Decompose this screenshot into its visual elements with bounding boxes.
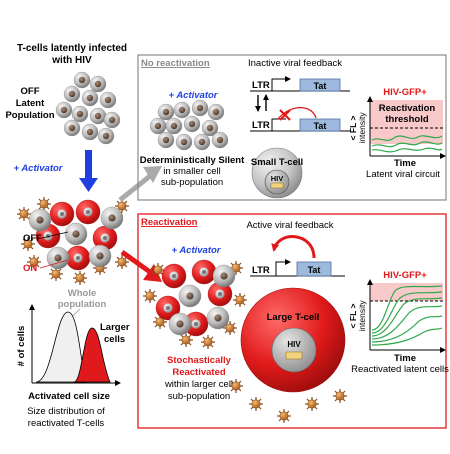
top-plot-title: HIV-GFP+ [383, 87, 427, 98]
top-x-label: Time [394, 158, 416, 169]
tat-label-top1: Tat [314, 81, 327, 91]
large-t-cell: Large T-cell HIV [240, 287, 346, 393]
reactivation-panel [137, 213, 447, 429]
off-latent-line2: Latent [16, 98, 45, 109]
silent-line1: Deterministically Silent [140, 155, 245, 166]
threshold-line1: Reactivation [379, 103, 436, 114]
histogram-caption-line1: Size distribution of [27, 406, 105, 417]
blocked-feedback-icon [279, 109, 291, 121]
reactivated-plot: HIV-GFP+ < FL > intensity Time Reactivat… [348, 270, 449, 375]
size-distribution-plot: Whole population Larger cells # of cells… [16, 288, 130, 429]
small-hiv-label: HIV [271, 174, 284, 183]
top-plot-caption: Latent viral circuit [366, 169, 440, 180]
stochastic-line4: sub-population [168, 391, 230, 402]
whole-population-line2: population [58, 299, 107, 310]
off-label: OFF [23, 233, 42, 244]
stochastic-line3: within larger cell [164, 379, 233, 390]
no-reactivation-header: No reactivation [141, 58, 210, 69]
top-traces [371, 135, 443, 153]
gray-arrow-to-no-reactivation [118, 166, 162, 202]
top-y-label2: intensity [357, 112, 367, 144]
bottom-x-label: Time [394, 353, 416, 364]
no-reactivation-panel [137, 54, 447, 201]
tat-label-bottom: Tat [308, 265, 321, 275]
silent-line2: in smaller cell [163, 166, 221, 177]
on-label: ON [23, 263, 37, 274]
threshold-line2: threshold [385, 114, 428, 125]
tat-box-bottom [296, 261, 332, 277]
latent-circuit-plot: HIV-GFP+ Reactivation threshold < FL > i… [348, 87, 446, 180]
left-title-line2: with HIV [51, 55, 92, 66]
ltr-label-top2: LTR [252, 120, 270, 131]
large-t-cell-label: Large T-cell [267, 312, 320, 323]
larger-cells-line1: Larger [100, 322, 130, 333]
larger-cells-curve [73, 327, 111, 383]
histogram-x-label: Activated cell size [28, 391, 110, 402]
histogram-y-label: # of cells [16, 326, 27, 367]
large-hiv-label: HIV [287, 340, 301, 349]
top-activator-label: + Activator [168, 90, 218, 101]
ltr-label-top1: LTR [252, 80, 270, 91]
silent-line3: sub-population [161, 177, 223, 188]
larger-cells-line2: cells [104, 334, 125, 345]
tat-label-top2: Tat [314, 121, 327, 131]
small-t-cell: Small T-cell HIV [251, 147, 303, 199]
top-y-label: < FL > [348, 116, 358, 141]
off-latent-line3: Population [5, 110, 54, 121]
on-pointer [39, 259, 69, 269]
off-pointer [41, 231, 69, 239]
whole-population-line1: Whole [68, 288, 97, 299]
latent-cell-cluster [55, 71, 121, 145]
histogram-caption-line2: reactivated T-cells [28, 418, 105, 429]
ltr-label-bottom: LTR [252, 265, 270, 276]
bottom-plot-title: HIV-GFP+ [383, 270, 427, 281]
inactive-circuit: LTR Tat LTR Tat [250, 76, 350, 132]
red-arrow-to-reactivation [120, 249, 162, 282]
bottom-threshold-zone [370, 283, 443, 301]
stochastic-line2: Reactivated [172, 367, 226, 378]
positive-feedback-arrow [271, 235, 316, 259]
left-title-line1: T-cells latently infected [17, 43, 127, 54]
bottom-y-label2: intensity [357, 300, 367, 332]
inactive-feedback-title: Inactive viral feedback [248, 58, 342, 69]
reactivated-cluster [142, 259, 248, 350]
left-activator-label: + Activator [13, 163, 63, 174]
tat-box-top2 [299, 118, 341, 132]
bottom-plot-caption: Reactivated latent cells [351, 364, 449, 375]
small-t-cell-label: Small T-cell [251, 157, 303, 168]
bottom-y-label: < FL > [348, 304, 358, 329]
bottom-traces [371, 285, 443, 346]
silent-cell-cluster [149, 99, 229, 151]
active-circuit: LTR Tat [250, 235, 345, 277]
tat-box-top1 [299, 78, 341, 92]
active-feedback-title: Active viral feedback [246, 220, 333, 231]
whole-population-curve [35, 311, 87, 383]
reactivation-header: Reactivation [141, 217, 198, 228]
bottom-activator-label: + Activator [171, 245, 221, 256]
stochastic-line1: Stochastically [167, 355, 232, 366]
off-latent-line1: OFF [21, 86, 40, 97]
blue-down-arrow [79, 150, 98, 192]
